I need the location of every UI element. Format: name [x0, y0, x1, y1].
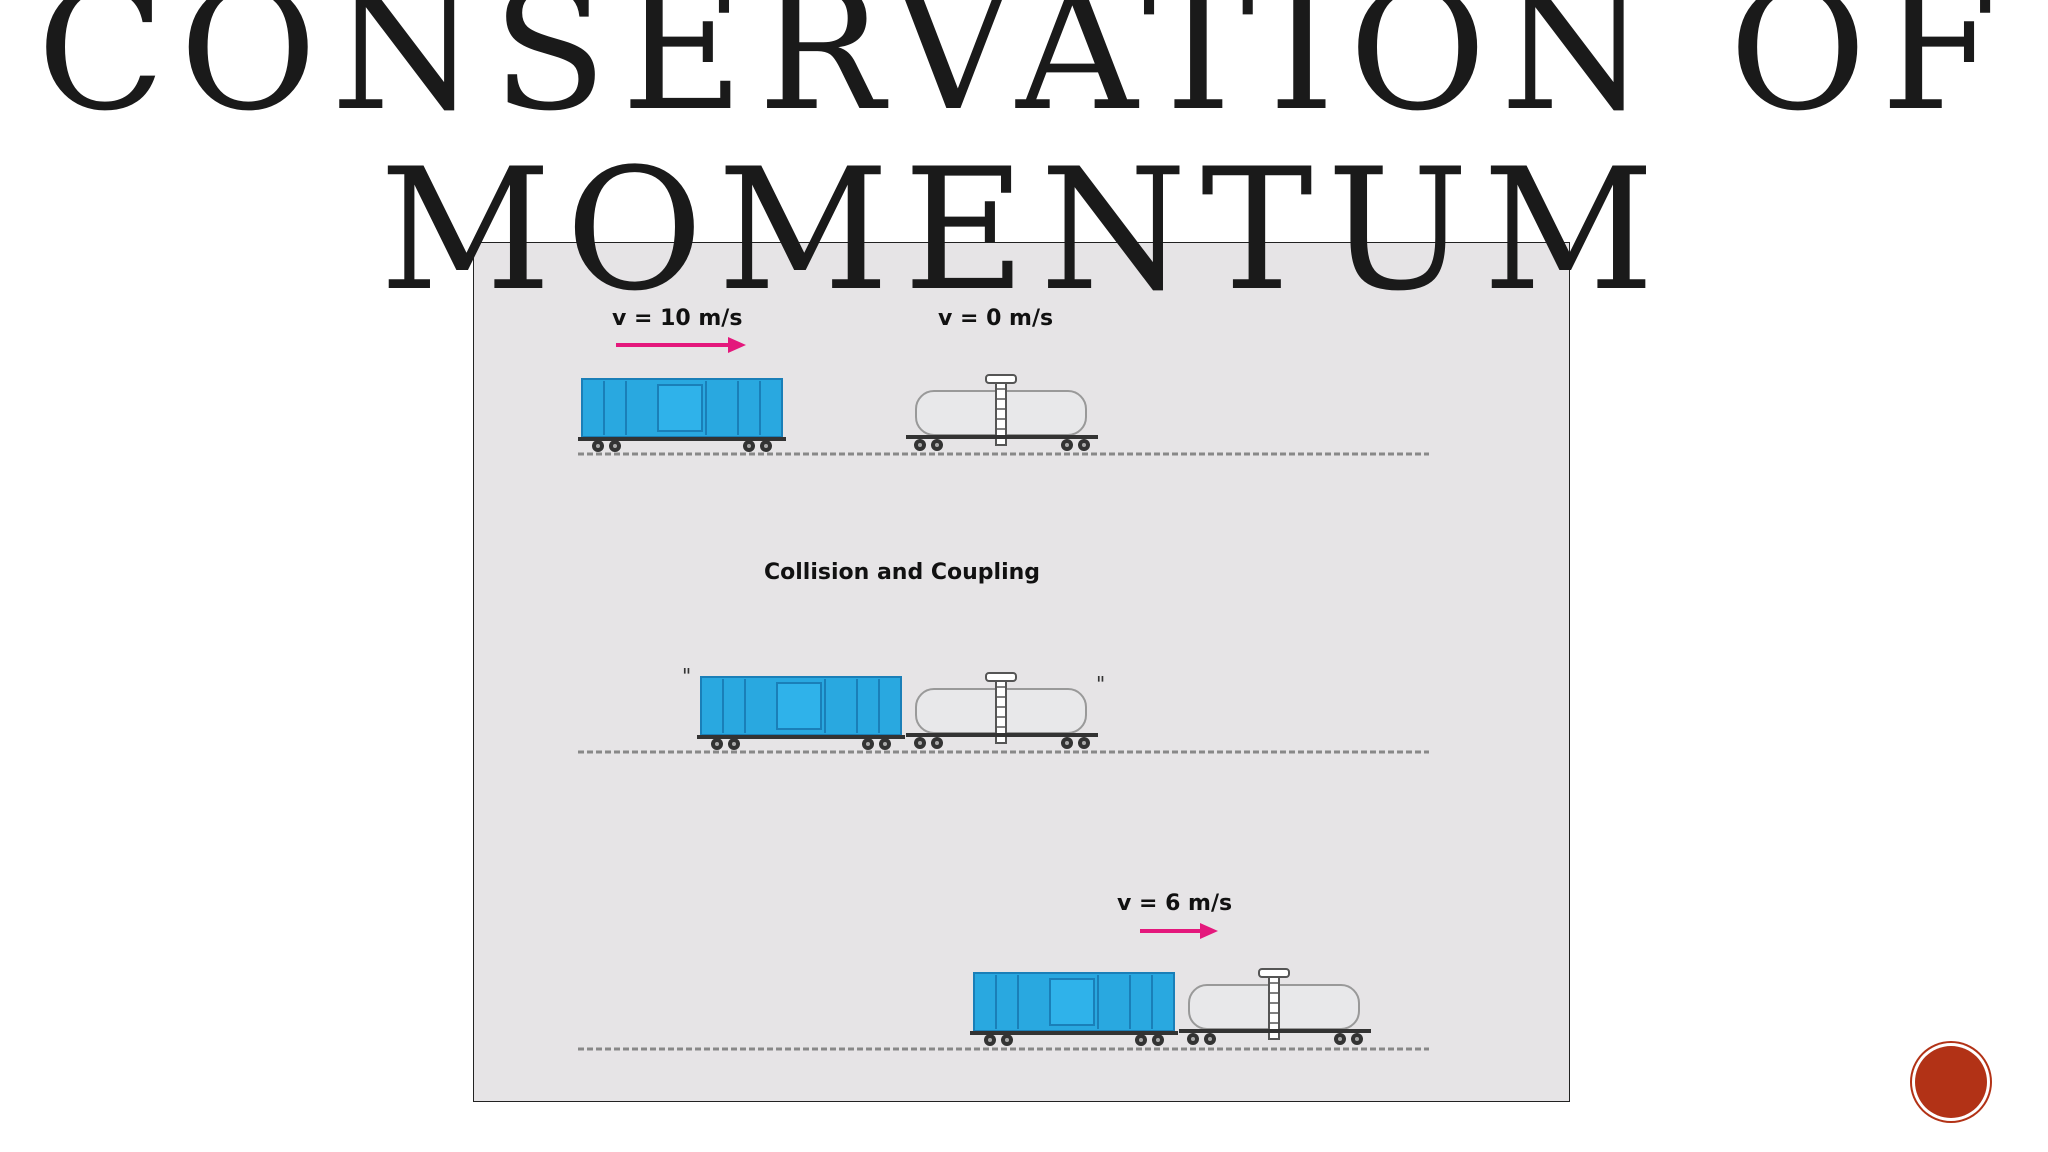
impact-mark-right: " [1096, 672, 1105, 696]
arrow-after-head [1200, 923, 1218, 939]
label-before-boxcar-velocity: v = 10 m/s [612, 306, 743, 331]
arrow-before-head [728, 337, 746, 353]
tankcar-after [1178, 968, 1372, 1046]
title-line-2: MOMENTUM [379, 132, 1669, 328]
boxcar-after [969, 972, 1179, 1047]
tankcar-collision [905, 672, 1099, 750]
boxcar-before [577, 378, 787, 453]
train-illustration: " " [577, 337, 1429, 1051]
tankcar-before [905, 374, 1099, 452]
next-slide-circle-icon[interactable] [1915, 1046, 1987, 1118]
label-after-velocity: v = 6 m/s [1117, 891, 1233, 916]
boxcar-collision [696, 676, 906, 751]
impact-mark-left: " [682, 664, 691, 688]
momentum-diagram: v = 10 m/s v = 0 m/s Collision and Coupl… [473, 242, 1570, 1102]
slide-title: CONSERVATION OF MOMENTUM [0, 0, 2048, 320]
label-collision: Collision and Coupling [764, 560, 1041, 585]
label-before-tankcar-velocity: v = 0 m/s [938, 306, 1054, 331]
title-line-1: CONSERVATION OF [36, 0, 2012, 148]
